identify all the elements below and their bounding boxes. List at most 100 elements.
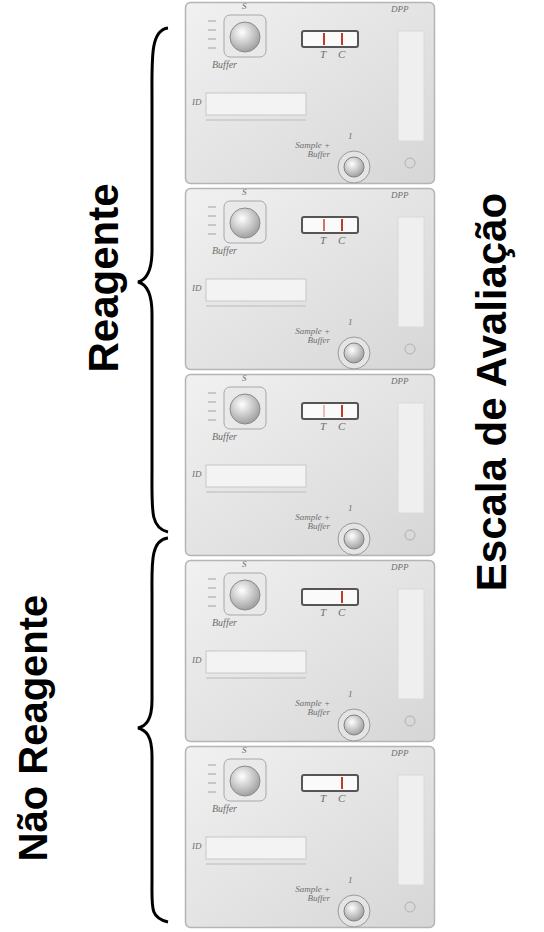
id-field: [206, 119, 306, 121]
tick-mark: [208, 216, 216, 217]
sample-well: [338, 709, 370, 741]
cassette-text: S: [242, 2, 247, 11]
cassette-text: ID: [192, 98, 202, 107]
cassette-text: S: [242, 188, 247, 197]
bracket: [138, 28, 168, 532]
bracket: [138, 538, 168, 922]
cassette-text: 1: [348, 876, 353, 885]
test-cassette: SBufferTCID1Sample + BufferDPP: [184, 745, 436, 929]
group-label: Reagente: [80, 183, 128, 372]
tick-mark: [208, 411, 216, 412]
buffer-well: [230, 208, 260, 238]
cassette-text: 1: [348, 690, 353, 699]
cassette-text: T: [320, 607, 326, 619]
tick-mark: [208, 420, 216, 421]
sample-well: [338, 337, 370, 369]
test-line: [323, 33, 325, 45]
tick-mark: [208, 765, 216, 766]
tick-mark: [208, 402, 216, 403]
cassette-text: Sample + Buffer: [280, 513, 330, 532]
cassette-text: Buffer: [212, 60, 237, 71]
cassette-text: ID: [192, 656, 202, 665]
cassette-text: T: [320, 49, 326, 61]
label-strip: [398, 589, 424, 699]
sample-well: [344, 157, 364, 177]
sample-well: [344, 343, 364, 363]
cassette-body: [186, 747, 435, 928]
cassette-text: 1: [348, 318, 353, 327]
control-line: [341, 777, 343, 789]
buffer-well: [230, 394, 260, 424]
id-field: [206, 491, 306, 493]
cassette-text: S: [242, 560, 247, 569]
cassette-text: T: [320, 793, 326, 805]
tick-mark: [208, 48, 216, 49]
cassette-text: S: [242, 374, 247, 383]
result-window: [302, 775, 358, 791]
test-cassette: S Buffer TC ID 1Sample + Buffer DPP: [184, 1, 436, 185]
test-cassette: SBufferTCID1Sample + BufferDPP: [184, 559, 436, 743]
cassette-text: Buffer: [212, 804, 237, 815]
cassette-text: 1: [348, 504, 353, 513]
cassette-text: C: [338, 49, 345, 61]
result-window: [302, 403, 358, 419]
tick-mark: [208, 792, 216, 793]
sample-well: [338, 151, 370, 183]
tick-mark: [208, 597, 216, 598]
tick-mark: [208, 783, 216, 784]
cassette-text: ID: [192, 842, 202, 851]
sample-well: [344, 715, 364, 735]
cassette-text: Sample + Buffer: [280, 141, 330, 160]
tick-mark: [208, 30, 216, 31]
result-window: [302, 589, 358, 605]
cassette-text: Sample + Buffer: [280, 885, 330, 904]
cassette-body: [186, 3, 435, 184]
buffer-well: [224, 573, 266, 615]
tick-mark: [208, 393, 216, 394]
label-strip: [398, 403, 424, 513]
id-field: [206, 863, 306, 865]
logo-icon: [405, 530, 415, 540]
tick-mark: [208, 579, 216, 580]
logo-icon: [405, 716, 415, 726]
cassette-text: T: [320, 421, 326, 433]
id-field: [206, 837, 306, 859]
sample-well: [338, 895, 370, 927]
label-strip: [398, 31, 424, 141]
test-cassette: SBufferTCID1Sample + BufferDPP: [184, 187, 436, 371]
control-line: [341, 219, 343, 231]
cassette-text: ID: [192, 470, 202, 479]
logo-icon: [405, 344, 415, 354]
sample-well: [344, 901, 364, 921]
cassette-text: C: [338, 421, 345, 433]
control-line: [341, 33, 343, 45]
tick-mark: [208, 234, 216, 235]
result-window: [302, 217, 358, 233]
logo-icon: [405, 902, 415, 912]
cassette-text: DPP: [391, 377, 409, 386]
control-line: [341, 405, 343, 417]
cassette-body: [186, 375, 435, 556]
cassette-text: C: [338, 607, 345, 619]
test-line: [323, 405, 325, 417]
cassette-text: Buffer: [212, 246, 237, 257]
buffer-well: [224, 387, 266, 429]
tick-mark: [208, 225, 216, 226]
id-field: [206, 465, 306, 487]
id-field: [206, 279, 306, 301]
result-window: [302, 31, 358, 47]
tick-mark: [208, 207, 216, 208]
cassette-text: DPP: [391, 5, 409, 14]
cassette-body: [186, 189, 435, 370]
test-line: [323, 219, 325, 231]
group-label: Não Reagente: [11, 595, 56, 862]
cassette-body: [186, 561, 435, 742]
cassette-text: 1: [348, 132, 353, 141]
cassette-text: Sample + Buffer: [280, 327, 330, 346]
sample-well: [338, 523, 370, 555]
tick-mark: [208, 774, 216, 775]
id-field: [206, 651, 306, 673]
cassette-text: ID: [192, 284, 202, 293]
tick-mark: [208, 39, 216, 40]
cassette-text: DPP: [391, 563, 409, 572]
